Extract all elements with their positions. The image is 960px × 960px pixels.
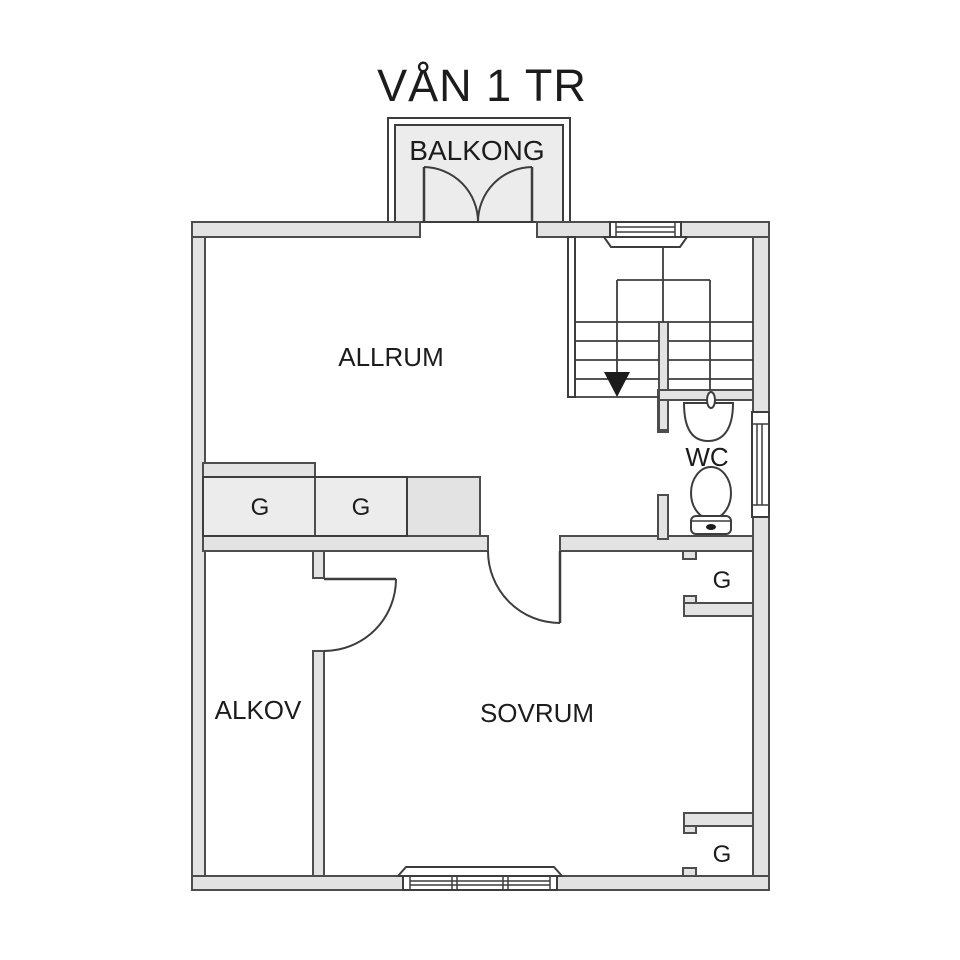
stair-left-wall — [567, 236, 576, 398]
wc-fixtures — [682, 391, 735, 535]
toilet-fixture — [690, 466, 732, 535]
interior-walls — [202, 321, 754, 877]
balcony-label: BALKONG — [409, 135, 544, 166]
wall-closet1-bottom — [683, 602, 754, 617]
wall-closet2-notch — [682, 867, 697, 877]
balcony-double-door — [422, 166, 534, 223]
living-room-label: ALLRUM — [338, 342, 443, 372]
wall-top-left — [191, 221, 421, 238]
wall-closet2-top — [683, 812, 754, 827]
wall-left — [191, 221, 206, 891]
alcove-label: ALKOV — [215, 695, 302, 725]
room-labels: ALLRUM WC ALKOV SOVRUM G G — [215, 342, 732, 868]
wall-middle-right — [559, 535, 754, 552]
alcove-door — [323, 577, 397, 652]
closet-row-outline — [202, 476, 408, 537]
balcony-door-swing-right — [477, 166, 533, 223]
stair-window — [602, 221, 689, 248]
wc-label: WC — [685, 442, 728, 472]
closet-label-2: G — [352, 494, 371, 521]
staircase — [567, 236, 753, 398]
closet-label-1: G — [251, 494, 270, 521]
wall-alkov-main — [312, 650, 325, 877]
wall-stair-divider — [658, 321, 669, 431]
wc-window — [751, 411, 770, 518]
wall-allrum-south — [202, 462, 316, 478]
wall-middle-left — [202, 535, 489, 552]
page-title: VÅN 1 TR — [377, 60, 587, 111]
balcony: BALKONG — [387, 117, 571, 223]
wall-wc-left-lower — [657, 494, 669, 540]
wall-stair-band — [658, 389, 754, 401]
closet-label-4: G — [713, 841, 732, 868]
sink-fixture — [682, 391, 735, 443]
bedroom-window — [395, 866, 565, 891]
wall-top-right — [680, 221, 770, 238]
doors — [323, 550, 562, 652]
balcony-door-swing-left — [423, 166, 479, 223]
wall-closet1-notch — [682, 550, 697, 560]
stair-down-arrow-icon — [604, 280, 630, 397]
wall-block-hall — [406, 476, 481, 538]
wall-right — [752, 221, 770, 891]
windows — [395, 221, 770, 891]
wall-top-mid — [536, 221, 611, 238]
closet-label-3: G — [713, 567, 732, 594]
bedroom-door — [487, 550, 562, 624]
closet-row-left: G G — [202, 476, 408, 537]
wall-alkov-stub — [312, 550, 325, 579]
bedroom-label: SOVRUM — [480, 698, 594, 728]
